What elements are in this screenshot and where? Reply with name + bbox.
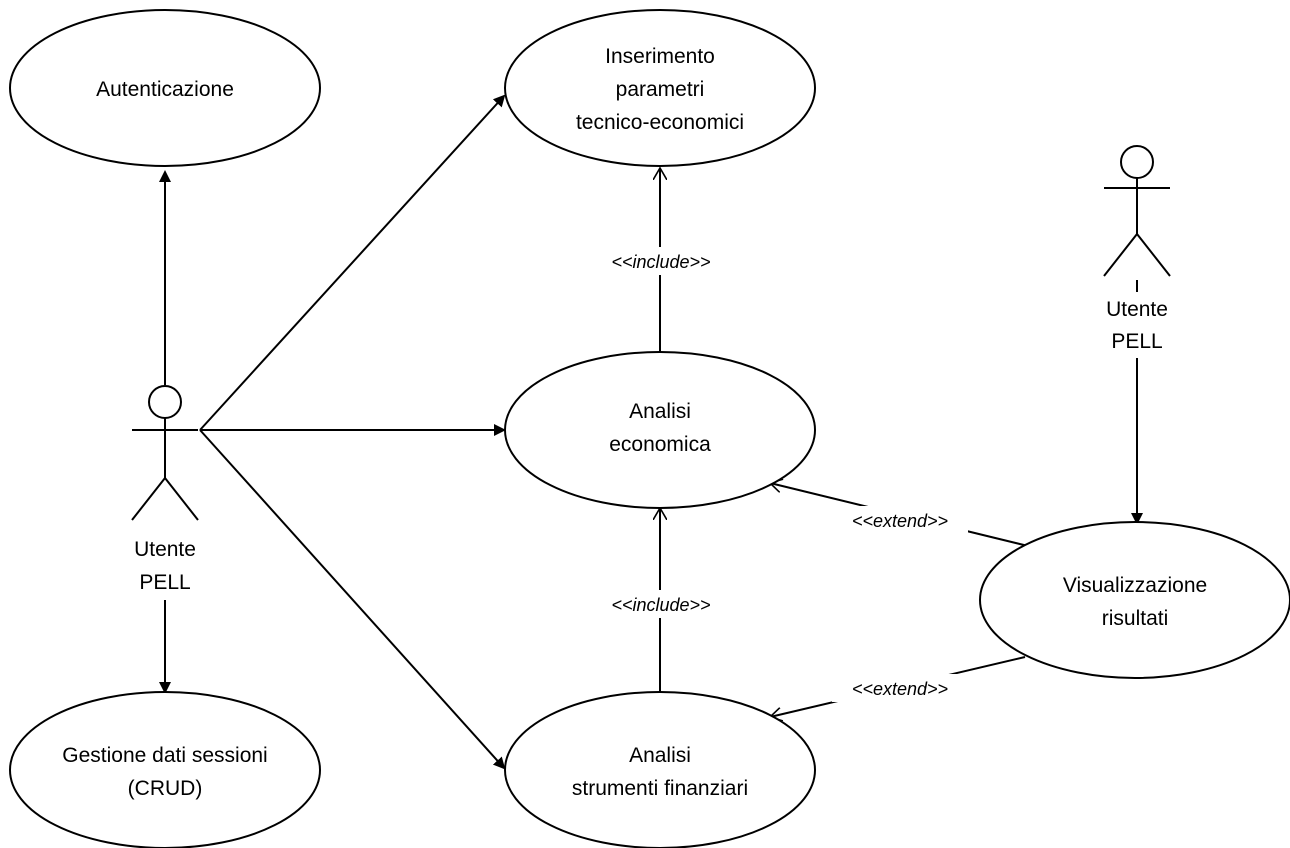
use-case-analisi-strumenti-finanziari[interactable]: Analisi strumenti finanziari — [504, 691, 816, 848]
actor-label: PELL — [1111, 330, 1162, 353]
actor-label: PELL — [139, 571, 190, 594]
use-case-label: tecnico-economici — [576, 111, 744, 134]
use-case-label: Analisi — [629, 400, 691, 423]
extend-top-label: <<extend>> — [852, 511, 948, 531]
use-case-label: strumenti finanziari — [572, 777, 748, 800]
use-case-visualizzazione-risultati[interactable]: Visualizzazione risultati — [979, 521, 1290, 679]
use-case-autenticazione[interactable]: Autenticazione — [9, 9, 321, 167]
actor-icon — [1103, 145, 1171, 292]
actor-label: Utente — [1106, 298, 1168, 321]
use-case-label: risultati — [1102, 607, 1169, 630]
include-bottom-label: <<include>> — [611, 595, 710, 615]
use-case-label: Autenticazione — [96, 78, 234, 101]
use-case-label: Gestione dati sessioni — [62, 744, 267, 767]
actor-to-inserimento-link — [199, 94, 506, 431]
use-case-label: Visualizzazione — [1063, 574, 1207, 597]
actor-right[interactable]: Utente PELL — [1103, 145, 1171, 353]
use-case-label: parametri — [616, 78, 705, 101]
actor-left[interactable]: Utente PELL — [131, 385, 199, 594]
use-case-label: Analisi — [629, 744, 691, 767]
actor-icon — [131, 385, 199, 521]
use-case-analisi-economica[interactable]: Analisi economica — [504, 351, 816, 509]
use-case-label: (CRUD) — [128, 777, 203, 800]
stereotype-labels: <<include>> <<include>> <<extend>> <<ext… — [592, 247, 968, 702]
actor-to-analisi-strumenti-link — [199, 429, 506, 770]
include-top-label: <<include>> — [611, 252, 710, 272]
use-case-gestione-dati-sessioni[interactable]: Gestione dati sessioni (CRUD) — [9, 691, 321, 848]
extend-bottom-label: <<extend>> — [852, 679, 948, 699]
use-case-label: Inserimento — [605, 45, 715, 68]
use-case-label: economica — [609, 433, 711, 456]
actor-label: Utente — [134, 538, 196, 561]
use-case-inserimento-parametri[interactable]: Inserimento parametri tecnico-economici — [504, 9, 816, 167]
